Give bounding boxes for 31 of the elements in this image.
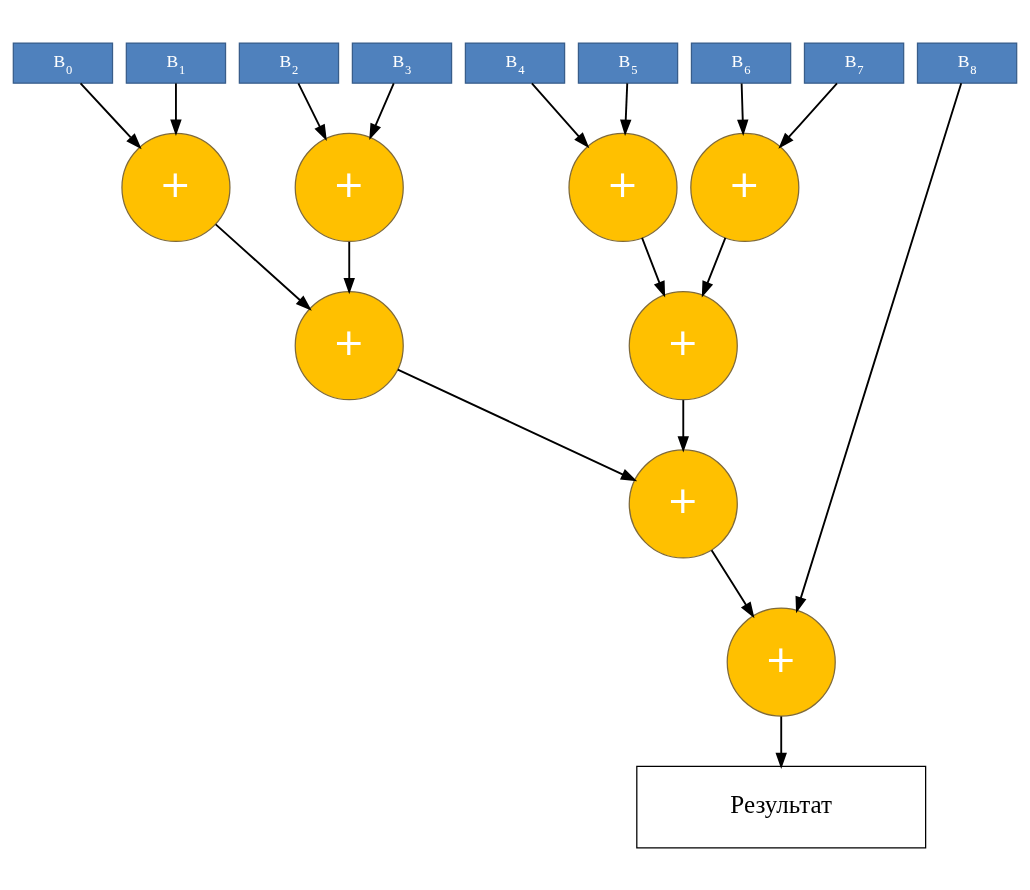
arrow [677,398,689,453]
arrow [775,715,787,769]
node-circle: + [294,132,404,242]
arrow [79,81,142,149]
node-box: B$_{7}$ [803,41,905,84]
arrow [701,236,727,298]
arrow [396,368,638,481]
node-box: B$_{4}$ [464,41,566,84]
node-circle: + [726,607,836,717]
node-box: B$_{3}$ [351,41,453,84]
arrow [710,548,755,618]
arrow [795,81,963,613]
node-box: B$_{6}$ [690,41,792,84]
node-box: B$_{8}$ [916,41,1018,84]
arrow [214,223,312,311]
arrow [620,81,632,136]
node-circle: + [628,448,738,558]
arrow [737,81,749,136]
node-box: B$_{2}$ [238,41,340,84]
arrow [778,81,838,149]
arrow [297,81,327,141]
node-box: Результат [636,765,927,849]
arrow [530,81,590,148]
arrow [641,236,666,298]
node-box: B$_{1}$ [125,41,227,84]
arrow [343,240,355,294]
node-box: B$_{5}$ [577,41,679,84]
arrow [170,81,182,136]
node-circle: + [628,290,738,400]
arrow [369,81,395,140]
node-box: B$_{0}$ [12,41,114,84]
